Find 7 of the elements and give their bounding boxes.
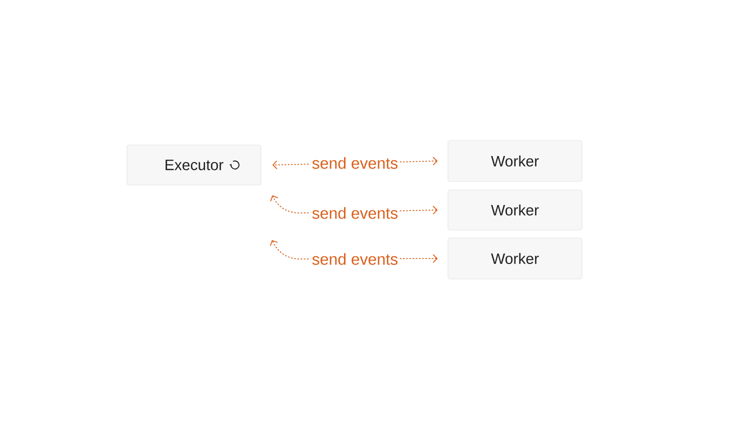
process-box: Worker [448, 140, 582, 182]
process-box: Worker [448, 190, 582, 230]
edge-label: send events [310, 156, 400, 170]
edge-label: send events [310, 252, 400, 266]
edge-label: send events [310, 206, 400, 220]
process-box: Executor [126, 144, 262, 186]
process-box: Worker [448, 238, 582, 280]
